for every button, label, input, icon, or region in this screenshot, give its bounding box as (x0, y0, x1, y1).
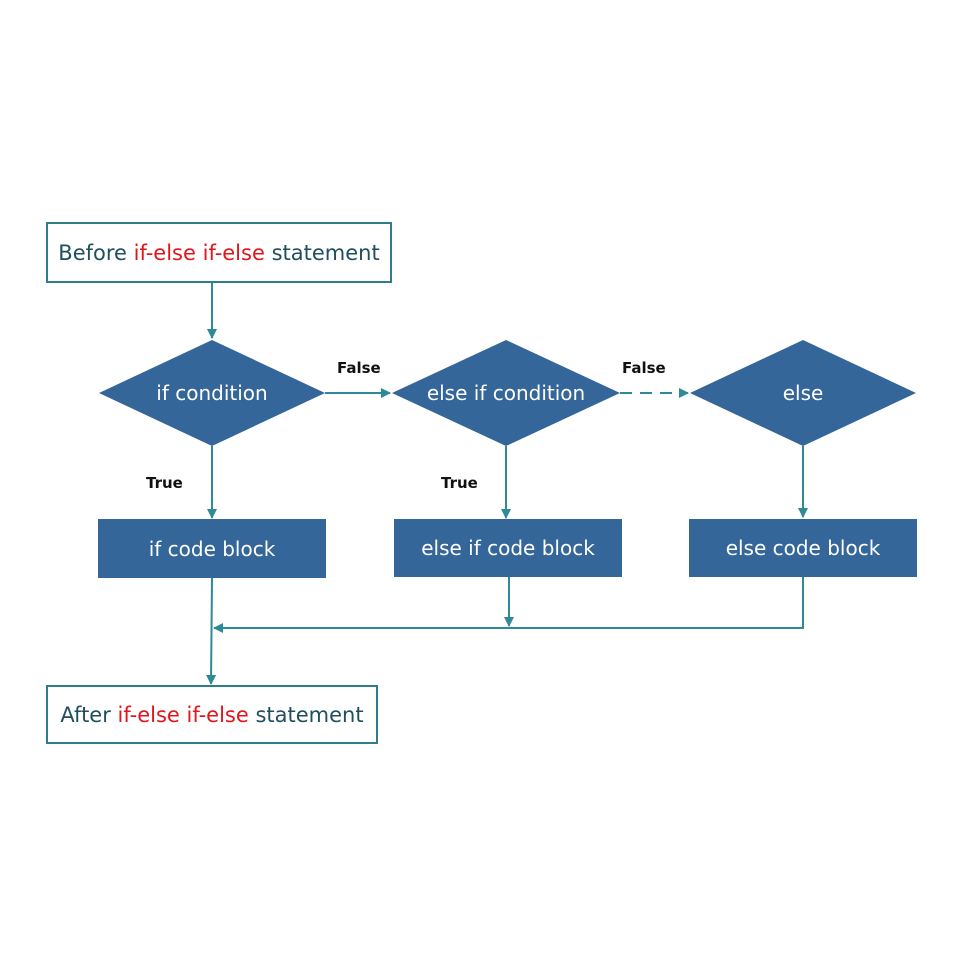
else-if-condition-label: else if condition (426, 381, 586, 405)
else-label: else (782, 381, 824, 405)
else-diamond (690, 340, 916, 446)
else-if-code-block: else if code block (394, 519, 622, 577)
end-keyword-2: if-else (186, 702, 249, 727)
end-keyword-1: if-else (117, 702, 180, 727)
start-box: Before if-else if-else statement (46, 222, 392, 283)
start-space (196, 241, 203, 265)
if-true-label: True (146, 474, 183, 492)
end-prefix: After (60, 702, 118, 727)
else-if-false-label: False (622, 359, 666, 377)
if-code-block: if code block (98, 519, 326, 578)
merge-line-else (213, 577, 804, 633)
start-keyword-2: if-else (202, 240, 265, 265)
end-space (180, 703, 187, 727)
start-prefix: Before (58, 240, 134, 265)
else-if-true-label: True (441, 474, 478, 492)
start-keyword-1: if-else (133, 240, 196, 265)
if-condition-label: if condition (156, 381, 268, 405)
end-suffix: statement (248, 702, 364, 727)
end-box: After if-else if-else statement (46, 685, 378, 744)
start-suffix: statement (264, 240, 380, 265)
else-code-block: else code block (689, 519, 917, 577)
if-condition-diamond (99, 340, 325, 446)
if-false-label: False (337, 359, 381, 377)
else-if-condition-diamond (392, 340, 620, 446)
arrow-to-end (206, 577, 217, 685)
